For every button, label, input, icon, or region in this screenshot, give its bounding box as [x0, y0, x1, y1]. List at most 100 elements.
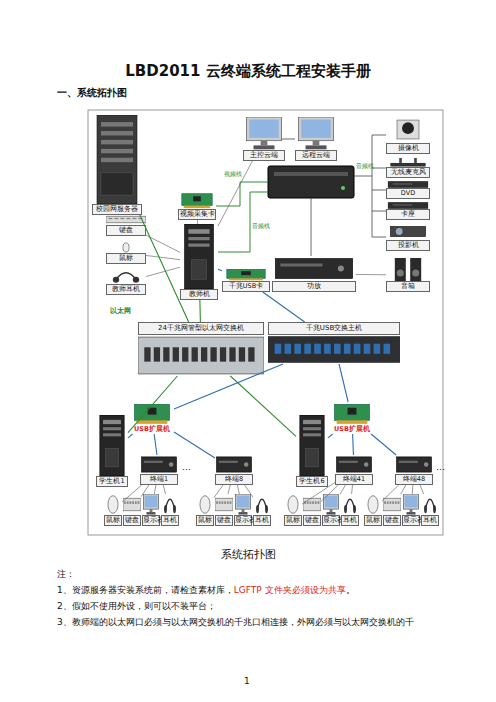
device-icon [268, 335, 400, 364]
device-icon [322, 494, 340, 515]
icon-shape [334, 404, 369, 420]
icon-shape [144, 347, 150, 361]
device-node: 教师机 [180, 224, 218, 300]
icon-shape [337, 457, 372, 472]
icon-shape [303, 420, 321, 424]
device-label: 千兆USB卡 [222, 281, 270, 292]
device-node: 24千兆网管型以太网交换机 [138, 322, 264, 376]
icon-shape [313, 141, 320, 146]
device-icon [253, 494, 271, 515]
icon-shape [154, 347, 160, 361]
device-wire [372, 168, 386, 169]
connector-line [122, 485, 142, 502]
icon-shape [227, 269, 265, 278]
icon-shape [126, 218, 130, 219]
connector-line [146, 235, 180, 252]
device-icon [386, 202, 430, 209]
device-node: 键盘 [106, 214, 146, 236]
device-label: 终端48 [395, 474, 433, 485]
icon-shape [306, 449, 319, 467]
icon-shape [337, 420, 368, 423]
icon-shape [300, 415, 324, 476]
device-label: 键盘 [123, 515, 141, 526]
section-heading: 一、系统拓扑图 [57, 86, 127, 100]
device-icon [386, 158, 430, 167]
connector-line [382, 485, 399, 501]
connector-line [356, 274, 386, 275]
device-label: 鼠标 [104, 515, 122, 526]
device-label: 鼠标 [284, 515, 302, 526]
connector-line [328, 434, 333, 438]
device-wire [372, 237, 386, 238]
icon-shape [138, 501, 140, 504]
device-label: 学生机1 [96, 476, 128, 487]
icon-shape [246, 117, 281, 141]
icon-shape [123, 498, 141, 511]
device-icon [123, 494, 141, 515]
icon-shape [143, 494, 158, 509]
icon-shape [188, 237, 209, 240]
icon-shape [265, 505, 268, 513]
device-node: 显示器 [402, 494, 420, 526]
box-detail [274, 172, 348, 176]
note-text: 3、教师端的以太网口必须与以太网交换机的千兆口相连接，外网必须与以太网交换机的千 [57, 616, 414, 629]
icon-shape [275, 259, 352, 279]
device-node: 键盘 [123, 494, 141, 526]
network-label: 以太网 [110, 306, 131, 316]
icon-shape [348, 408, 357, 415]
device-label: 鼠标 [106, 253, 146, 264]
icon-shape [395, 501, 397, 504]
device-label: 键盘 [215, 515, 233, 526]
note-text: 。 [346, 585, 355, 595]
device-icon [215, 455, 253, 474]
connector-line [263, 292, 305, 322]
device-node: 音箱 [386, 258, 430, 292]
icon-shape [393, 183, 413, 184]
device-label: 投影机 [386, 240, 430, 251]
icon-shape [100, 415, 124, 476]
device-node: 终端8 [215, 455, 253, 485]
icon-shape [148, 408, 157, 415]
icon-shape [182, 194, 212, 206]
device-icon [386, 181, 430, 188]
device-icon [180, 224, 218, 289]
device-label: 显示器 [322, 515, 340, 526]
device-label: 显示器 [142, 515, 160, 526]
device-node: 鼠标 [106, 242, 146, 264]
device-wire [354, 135, 386, 176]
icon-shape [392, 501, 394, 504]
icon-shape [315, 501, 317, 504]
icon-shape [324, 344, 331, 354]
amp-wire [311, 198, 312, 256]
icon-shape [303, 427, 321, 430]
icon-shape [173, 505, 176, 513]
icon-shape [200, 496, 210, 514]
icon-shape [306, 145, 327, 149]
device-node: 显示器 [322, 494, 340, 526]
device-label: 耳机 [341, 515, 359, 526]
connector-line [230, 376, 296, 436]
device-node: 教师耳机 [106, 269, 146, 295]
icon-shape [135, 501, 137, 504]
icon-shape [338, 266, 344, 272]
device-icon [421, 494, 439, 515]
device-label: 功放 [272, 281, 356, 292]
device-label: 视频采集卡 [178, 209, 216, 220]
device-label: 键盘 [383, 515, 401, 526]
icon-shape [412, 269, 419, 276]
connector-line [128, 376, 177, 433]
connector-line [302, 482, 335, 504]
icon-shape [368, 496, 378, 514]
device-icon [330, 402, 374, 425]
connector-line [174, 432, 215, 458]
device-icon [138, 335, 264, 376]
icon-shape [182, 347, 188, 361]
icon-shape [325, 496, 338, 508]
icon-shape [163, 347, 169, 361]
icon-shape [399, 158, 402, 163]
icon-shape [399, 461, 418, 463]
icon-shape [113, 277, 119, 283]
connector-line [199, 300, 201, 322]
icon-shape [239, 347, 245, 361]
device-node: 投影机 [386, 223, 430, 251]
